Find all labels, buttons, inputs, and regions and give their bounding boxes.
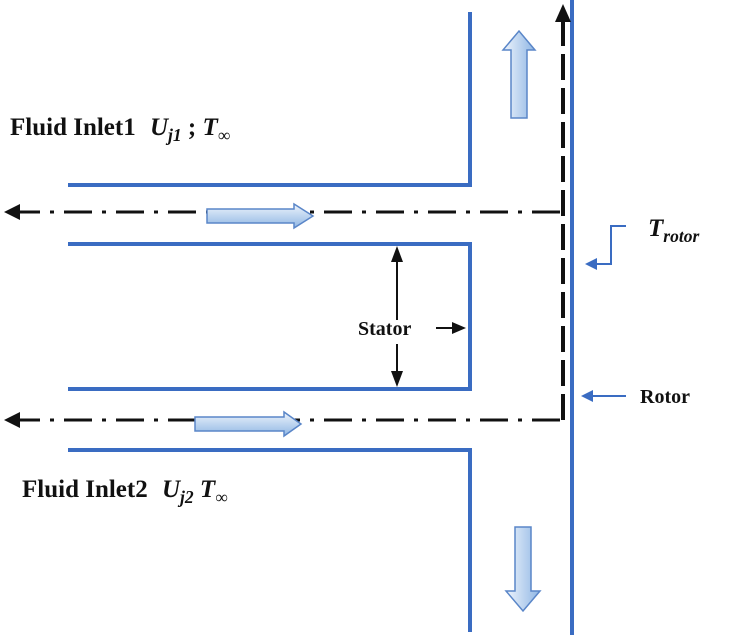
- inlet2-temperature-symbol: T∞: [199, 476, 228, 507]
- lower-flow-arrowhead: [4, 412, 20, 428]
- inlet1-u-sub: j1: [168, 125, 182, 146]
- stator-walls: [68, 12, 472, 632]
- inlet1-temperature-symbol: T∞: [202, 114, 231, 145]
- fluid-inlet1-label: Fluid Inlet1 Uj1 ; T∞: [10, 114, 230, 146]
- rotor-label: Rotor: [640, 386, 690, 408]
- fluid-inlet2-label: Fluid Inlet2 Uj2 T∞: [22, 476, 228, 508]
- upper-channel-wall: [68, 12, 472, 187]
- inlet1-t: T: [202, 114, 218, 141]
- inlet1-t-sub: ∞: [217, 125, 231, 146]
- inlet2-u-sub: j2: [180, 487, 194, 508]
- stator-dimension-arrows: [391, 246, 466, 387]
- inlet2-u: U: [161, 476, 181, 503]
- trotor-t: T: [648, 215, 664, 242]
- stator-block: [68, 242, 472, 391]
- inlet2-t: T: [199, 476, 216, 503]
- inlet1-velocity-symbol: Uj1: [149, 114, 182, 145]
- rotor-pointer: [581, 390, 626, 402]
- inlet1-separator: ;: [181, 114, 197, 141]
- rotor-flow-arrowhead: [555, 4, 571, 22]
- inlet1-u: U: [149, 114, 169, 141]
- upper-flow-block-arrow: [206, 202, 315, 230]
- fluid-inlet1-text: Fluid Inlet1: [10, 114, 136, 141]
- upper-flow-arrowhead: [4, 204, 20, 220]
- trotor-sub: rotor: [663, 226, 700, 247]
- outflow-up-block-arrow: [501, 29, 537, 119]
- inlet2-velocity-symbol: Uj2: [161, 476, 194, 507]
- stator-label: Stator: [358, 318, 412, 340]
- trotor-pointer: [585, 225, 626, 270]
- outflow-down-block-arrow: [504, 526, 542, 613]
- lower-channel-wall: [68, 448, 472, 632]
- fluid-inlet2-text: Fluid Inlet2: [22, 476, 148, 503]
- lower-flow-block-arrow: [194, 410, 303, 438]
- inlet2-t-sub: ∞: [215, 487, 228, 508]
- trotor-label: Trotor: [648, 215, 699, 247]
